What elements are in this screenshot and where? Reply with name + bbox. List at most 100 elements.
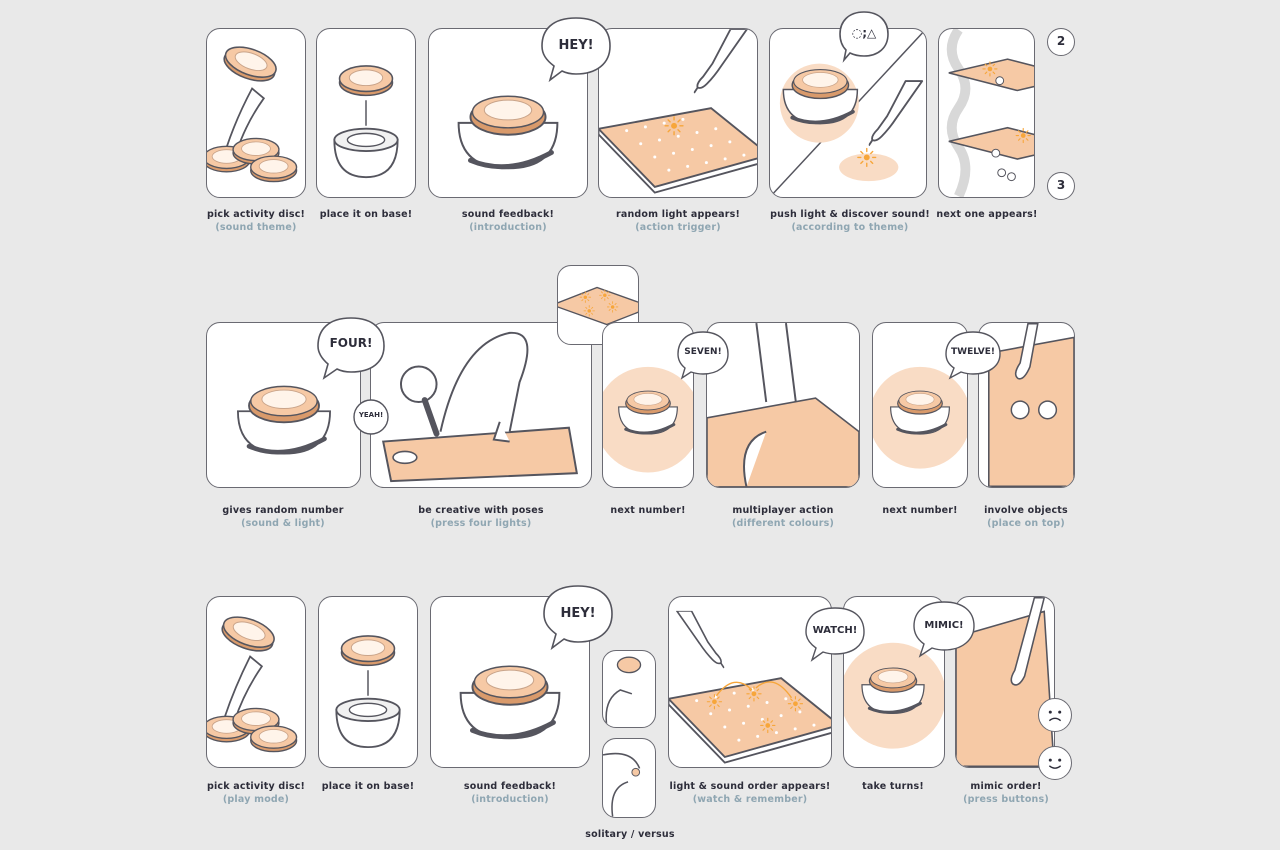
- caption: pick activity disc! (sound theme): [207, 208, 305, 234]
- caption: place it on base!: [322, 780, 415, 793]
- bubble-text: HEY!: [558, 38, 594, 53]
- step-number-2: 2: [1047, 28, 1075, 56]
- caption-sub: (action trigger): [635, 222, 721, 233]
- bubble-text: YEAH!: [358, 411, 384, 419]
- row3-panel-place-base: [318, 596, 418, 768]
- row2-panel-poses: [370, 322, 592, 488]
- caption-sub: (press four lights): [430, 518, 532, 529]
- bubble-text: FOUR!: [329, 336, 373, 350]
- bubble-hey-1: HEY!: [540, 16, 612, 83]
- caption-title: random light appears!: [615, 209, 741, 220]
- caption-title: pick activity disc!: [206, 781, 306, 792]
- row1-panel-next-one: [938, 28, 1035, 198]
- happy-face-icon: [1038, 746, 1072, 780]
- caption-sub: (press buttons): [963, 794, 1049, 805]
- mat-light-illustration: [599, 29, 757, 194]
- caption-title: next one appears!: [936, 209, 1038, 220]
- caption: be creative with poses (press four lights…: [418, 504, 544, 530]
- caption-title: push light & discover sound!: [770, 209, 930, 220]
- step-number-3: 3: [1047, 172, 1075, 200]
- mat-objects-illustration: [988, 323, 1074, 487]
- bubble-symbols: ◌;△: [838, 10, 890, 63]
- bubble-yeah: YEAH!: [352, 398, 390, 436]
- caption-sub: (introduction): [469, 222, 547, 233]
- caption-title: solitary / versus: [585, 829, 675, 840]
- caption: next number!: [882, 504, 957, 517]
- disc-stack-illustration: [207, 610, 298, 753]
- multiplayer-mat-illustration: [707, 323, 859, 487]
- bubble-text: ◌;△: [851, 26, 877, 40]
- sad-face-icon: [1038, 698, 1072, 732]
- caption: place it on base!: [320, 208, 413, 221]
- caption: light & sound order appears! (watch & rem…: [670, 780, 831, 806]
- row1-panel-pick-disc: [206, 28, 306, 198]
- row3-panel-pick-disc: [206, 596, 306, 768]
- caption-title: gives random number: [222, 505, 344, 516]
- mat-mimic-illustration: [956, 597, 1054, 767]
- row2-panel-multiplayer: [706, 322, 860, 488]
- caption-title: pick activity disc!: [206, 209, 306, 220]
- caption-sub: (different colours): [731, 518, 835, 529]
- child-pose-illustration: [382, 331, 578, 483]
- caption-sub: (introduction): [471, 794, 549, 805]
- mat-four-lights-illustration: [558, 286, 638, 326]
- versus-illustration: [603, 752, 641, 817]
- caption: solitary / versus: [585, 828, 674, 841]
- caption: take turns!: [862, 780, 924, 793]
- caption-sub: (according to theme): [791, 222, 909, 233]
- solitary-illustration: [605, 656, 642, 727]
- bubble-hey-2: HEY!: [542, 584, 614, 651]
- caption: next one appears!: [936, 208, 1037, 221]
- row3-panel-solitary: [602, 650, 656, 728]
- caption: next number!: [610, 504, 685, 517]
- caption: sound feedback! (introduction): [462, 208, 554, 234]
- caption: pick activity disc! (play mode): [207, 780, 305, 806]
- caption-title: sound feedback!: [461, 209, 555, 220]
- bubble-four: FOUR!: [316, 316, 386, 380]
- caption-title: multiplayer action: [732, 505, 834, 516]
- two-mats-illustration: [946, 29, 1034, 197]
- bubble-text: MIMIC!: [924, 620, 964, 631]
- caption-title: next number!: [882, 505, 958, 516]
- mat-order-illustration: [669, 610, 831, 764]
- caption-title: next number!: [610, 505, 686, 516]
- dome-device-illustration: [603, 366, 693, 473]
- bubble-text: TWELVE!: [951, 347, 995, 357]
- bubble-watch: WATCH!: [804, 606, 866, 662]
- caption: random light appears! (action trigger): [616, 208, 740, 234]
- bubble-text: WATCH!: [812, 625, 858, 636]
- caption-title: light & sound order appears!: [669, 781, 831, 792]
- caption-title: sound feedback!: [463, 781, 557, 792]
- bubble-text: SEVEN!: [684, 347, 722, 357]
- caption: involve objects (place on top): [984, 504, 1068, 530]
- caption-sub: (sound theme): [215, 222, 297, 233]
- caption-title: involve objects: [984, 505, 1068, 516]
- caption: multiplayer action (different colours): [732, 504, 834, 530]
- caption-sub: (play mode): [222, 794, 290, 805]
- base-with-disc-illustration: [333, 65, 399, 179]
- caption-title: be creative with poses: [418, 505, 544, 516]
- dome-device-illustration: [873, 366, 967, 469]
- caption: gives random number (sound & light): [222, 504, 343, 530]
- caption-sub: (sound & light): [241, 518, 325, 529]
- base-with-disc-illustration: [335, 635, 401, 749]
- caption-title: take turns!: [862, 781, 924, 792]
- caption: push light & discover sound! (according t…: [770, 208, 930, 234]
- bubble-seven: SEVEN!: [676, 330, 730, 380]
- caption: mimic order! (press buttons): [963, 780, 1049, 806]
- bubble-text: HEY!: [560, 606, 596, 621]
- row3-panel-order-appears: [668, 596, 832, 768]
- push-light-illustration: [770, 29, 926, 197]
- caption: sound feedback! (introduction): [464, 780, 556, 806]
- caption-title: place it on base!: [321, 781, 415, 792]
- row1-panel-random-light: [598, 28, 758, 198]
- caption-title: place it on base!: [319, 209, 413, 220]
- row1-panel-place-base: [316, 28, 416, 198]
- bubble-twelve: TWELVE!: [944, 330, 1002, 380]
- caption-sub: (watch & remember): [692, 794, 808, 805]
- disc-stack-illustration: [207, 40, 298, 183]
- bubble-mimic: MIMIC!: [912, 600, 976, 658]
- dome-device-illustration: [844, 642, 944, 749]
- caption-title: mimic order!: [970, 781, 1042, 792]
- caption-sub: (place on top): [987, 518, 1065, 529]
